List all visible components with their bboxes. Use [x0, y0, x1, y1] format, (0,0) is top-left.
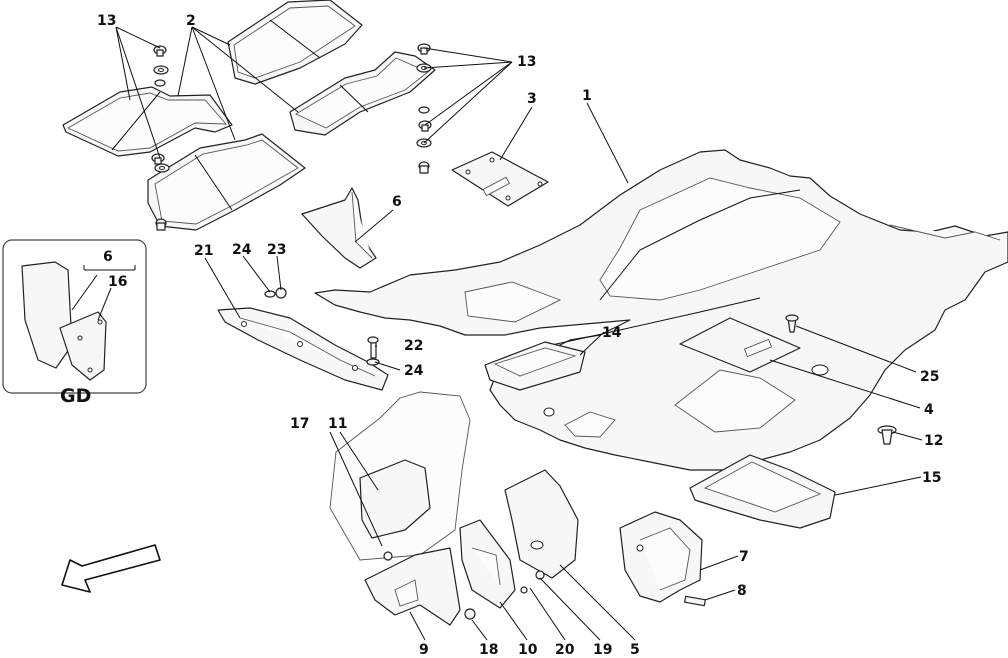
callout-14: 14 — [602, 325, 622, 341]
leader-lines — [71, 26, 923, 641]
callout-12: 12 — [924, 433, 943, 449]
front-direction-arrow-icon — [61, 544, 161, 593]
support-bracket-10 — [459, 519, 516, 609]
callout-23: 23 — [267, 242, 286, 258]
callout-11: 11 — [328, 416, 347, 432]
callout-13-right: 13 — [517, 54, 536, 70]
callout-5: 5 — [630, 642, 640, 658]
callout-4: 4 — [924, 402, 934, 418]
callout-6: 6 — [392, 194, 402, 210]
callout-8: 8 — [737, 583, 747, 599]
callout-6-inset: 6 — [103, 249, 113, 265]
floor-mat-front-right — [289, 51, 436, 136]
callout-17: 17 — [290, 416, 309, 432]
callout-24-top: 24 — [232, 242, 252, 258]
inset-label-gd: GD — [60, 385, 91, 407]
callout-13-left: 13 — [97, 13, 116, 29]
storage-tray-rear — [689, 454, 836, 529]
callout-9: 9 — [419, 642, 429, 658]
callout-2: 2 — [186, 13, 196, 29]
callout-18: 18 — [479, 642, 498, 658]
support-bracket-9 — [364, 547, 461, 626]
floor-mat-rear-right — [227, 0, 363, 85]
access-cover-plate — [451, 151, 549, 207]
callout-24-bottom: 24 — [404, 363, 424, 379]
callout-3: 3 — [527, 91, 537, 107]
mat-fastener-set-left — [151, 45, 170, 231]
callout-10: 10 — [518, 642, 538, 658]
callout-labels: 13 2 13 3 1 6 21 24 23 22 24 14 25 4 12 … — [60, 13, 943, 658]
main-floor-carpet — [314, 149, 1008, 471]
side-trim-panel — [301, 187, 377, 269]
sill-rail-reinforcement — [217, 287, 389, 391]
callout-15: 15 — [922, 470, 941, 486]
rear-wall-panel — [329, 391, 471, 561]
detail-inset-gd — [2, 239, 147, 394]
callout-25: 25 — [920, 369, 939, 385]
callout-21: 21 — [194, 243, 213, 259]
callout-22: 22 — [404, 338, 423, 354]
floor-mat-front-left — [147, 133, 306, 231]
callout-16-inset: 16 — [108, 274, 127, 290]
callout-19: 19 — [593, 642, 612, 658]
carpet-inspection-cover — [679, 314, 801, 373]
fastener-18 — [464, 608, 476, 620]
support-bracket-5 — [504, 469, 579, 594]
support-bracket-7 — [619, 511, 706, 607]
storage-tray-front — [484, 341, 586, 391]
push-clip — [877, 425, 897, 445]
callout-20: 20 — [555, 642, 575, 658]
callout-1: 1 — [582, 88, 592, 104]
callout-7: 7 — [739, 549, 749, 565]
